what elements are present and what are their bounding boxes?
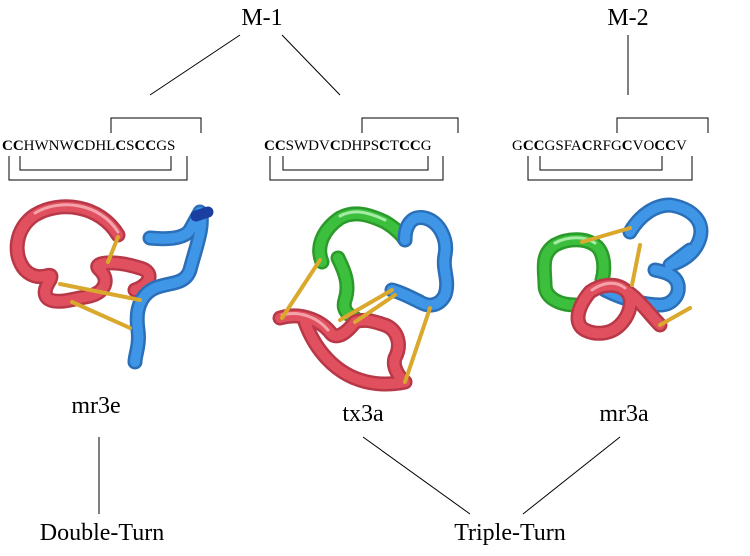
sequence-segment: V [676, 138, 687, 154]
sequence-segment: C [74, 138, 85, 154]
sequence-segment: CC [399, 138, 421, 154]
triple-turn-label: Triple-Turn [454, 520, 566, 546]
sequence-segment: C [582, 138, 593, 154]
m1-label: M-1 [241, 5, 282, 31]
sequence-segment: RFG [593, 138, 622, 154]
sequence-segment: GS [156, 138, 175, 154]
sequence-segment: DHL [85, 138, 116, 154]
sequence-segment: G [512, 138, 523, 154]
sequence-segment: C [330, 138, 341, 154]
sequence-segment: C [379, 138, 390, 154]
triple-turn-right-connector [522, 436, 621, 515]
sequence-segment: G [421, 138, 432, 154]
tx3a-structure [272, 206, 455, 392]
sequence-segment: DHPS [341, 138, 379, 154]
mr3a-label: mr3a [599, 401, 649, 427]
tx3a-label: tx3a [342, 401, 384, 427]
sequence-segment: CC [135, 138, 157, 154]
sequence-segment: HWNW [24, 138, 75, 154]
sequence-segment: CC [264, 138, 286, 154]
sequence-segment: C [115, 138, 126, 154]
sequence-segment: C [622, 138, 633, 154]
m2-label: M-2 [607, 5, 648, 31]
mr3e-disulfide-brackets [8, 117, 202, 181]
sequence-mr3e: CCHWNWCDHLCSCCGS [2, 138, 175, 154]
mr3a-structure [536, 197, 709, 341]
sequence-segment: CC [654, 138, 676, 154]
sequence-segment: SWDV [286, 138, 330, 154]
sequence-segment: VO [633, 138, 655, 154]
m1-right-connector [281, 34, 341, 96]
m1-left-connector [149, 34, 241, 96]
sequence-segment: T [390, 138, 399, 154]
tx3a-disulfide-brackets [269, 117, 459, 181]
double-turn-label: Double-Turn [40, 520, 164, 546]
mr3e-structure [9, 199, 214, 370]
sequence-segment: S [126, 138, 134, 154]
sequence-segment: CC [523, 138, 545, 154]
sequence-segment: CC [2, 138, 24, 154]
sequence-segment: GSFA [545, 138, 582, 154]
triple-turn-left-connector [362, 436, 471, 515]
sequence-tx3a: CCSWDVCDHPSCTCCG [264, 138, 432, 154]
mr3a-disulfide-brackets [527, 117, 709, 181]
sequence-mr3a: GCCGSFACRFGCVOCCV [512, 138, 687, 154]
mr3e-label: mr3e [71, 393, 120, 419]
